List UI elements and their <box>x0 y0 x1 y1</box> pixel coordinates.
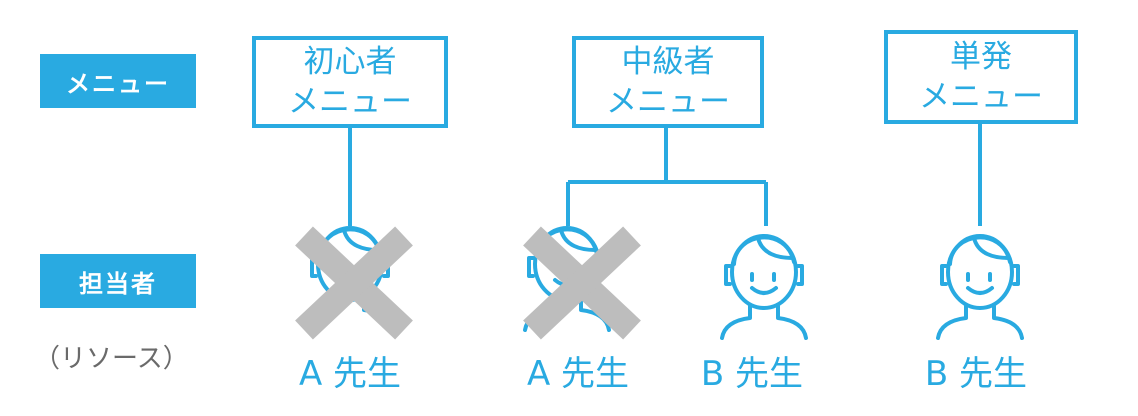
teacher-label-b-intermediate: B 先生 <box>700 354 804 394</box>
menu-box-intermediate: 中級者 メニュー <box>572 36 764 128</box>
row-label-staff: 担当者 <box>40 254 196 308</box>
menu-box-line1: 中級者 <box>621 44 715 80</box>
menu-box-line2: メニュー <box>288 84 412 120</box>
menu-box-line1: 単発 <box>950 39 1012 75</box>
person-with-headset-icon <box>936 234 1024 340</box>
menu-box-single: 単発 メニュー <box>884 30 1078 124</box>
cross-x-icon <box>523 226 641 340</box>
row-sublabel-resource: （リソース） <box>34 344 189 374</box>
teacher-label-a-intermediate: A 先生 <box>526 354 630 394</box>
menu-box-beginner: 初心者 メニュー <box>252 36 448 128</box>
menu-box-line2: メニュー <box>919 79 1043 115</box>
menu-box-line1: 初心者 <box>303 44 397 80</box>
menu-box-line2: メニュー <box>606 84 730 120</box>
cross-x-icon <box>295 226 413 340</box>
teacher-label-b-single: B 先生 <box>924 354 1028 394</box>
row-label-menu: メニュー <box>40 54 196 108</box>
person-with-headset-icon <box>720 234 808 340</box>
teacher-label-a-beginner: A 先生 <box>298 354 402 394</box>
